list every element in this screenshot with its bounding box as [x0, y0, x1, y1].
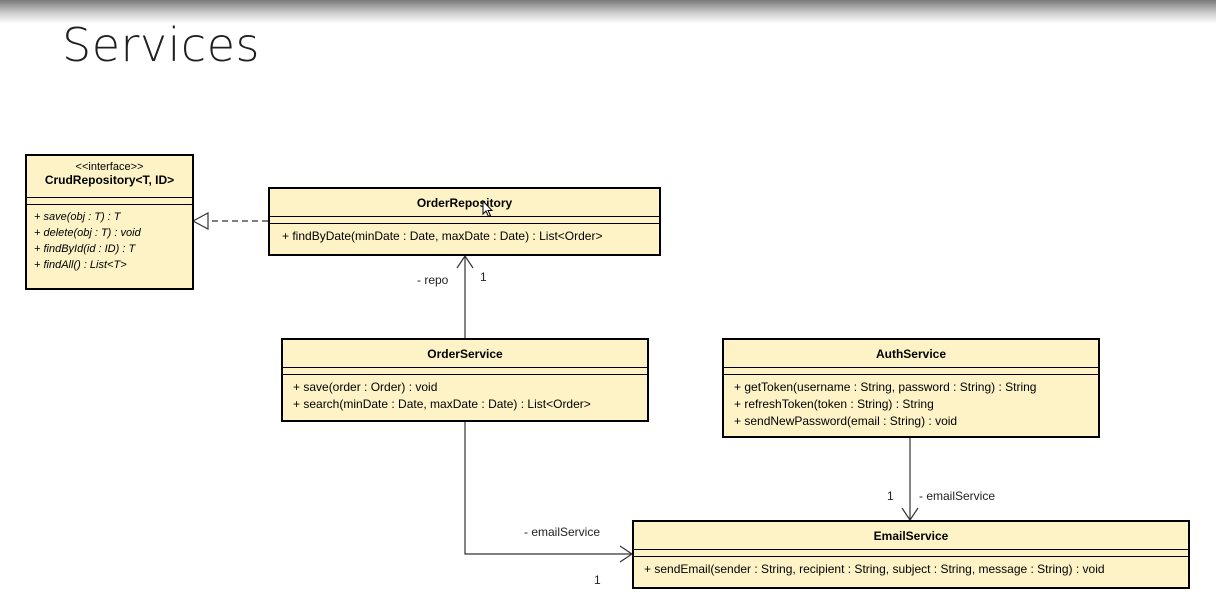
operation: + findById(id : ID) : T [34, 243, 136, 255]
class-name: EmailService [873, 529, 949, 543]
repo-role-label: - repo [417, 273, 449, 287]
class-auth-service[interactable]: AuthService + getToken(username : String… [722, 338, 1100, 438]
class-name: OrderService [427, 347, 503, 361]
slide-title: Services [62, 18, 260, 72]
class-header: EmailService [634, 522, 1188, 550]
operation: + save(obj : T) : T [34, 211, 121, 223]
operation: + delete(obj : T) : void [34, 227, 141, 239]
class-header: OrderService [283, 340, 647, 368]
class-attributes [27, 198, 192, 205]
operation: + sendNewPassword(email : String) : void [734, 414, 958, 428]
class-operations: + findByDate(minDate : Date, maxDate : D… [270, 224, 659, 245]
class-attributes [270, 217, 659, 224]
class-email-service[interactable]: EmailService + sendEmail(sender : String… [632, 520, 1190, 589]
repo-association-arrowhead [456, 254, 474, 269]
class-name: AuthService [875, 347, 947, 361]
order-email-role-label: - emailService [524, 525, 600, 539]
operation: + refreshToken(token : String) : String [734, 397, 934, 411]
class-attributes [283, 368, 647, 375]
operation: + findAll() : List<T> [34, 259, 127, 271]
operation: + save(order : Order) : void [293, 380, 438, 394]
slide-top-band [0, 0, 1216, 24]
class-name: CrudRepository<T, ID> [44, 173, 175, 187]
class-header: OrderRepository [270, 189, 659, 217]
order-email-multiplicity-label: 1 [594, 573, 601, 587]
operation: + getToken(username : String, password :… [734, 380, 1037, 394]
class-attributes [724, 368, 1098, 375]
operation: + findByDate(minDate : Date, maxDate : D… [282, 229, 603, 243]
operation: + search(minDate : Date, maxDate : Date)… [293, 397, 591, 411]
class-operations: + getToken(username : String, password :… [724, 375, 1098, 430]
class-attributes [634, 550, 1188, 557]
class-crud-repository[interactable]: <<interface>> CrudRepository<T, ID> + sa… [25, 154, 194, 290]
auth-email-multiplicity-label: 1 [887, 489, 894, 503]
interface-stereotype: <<interface>> [75, 161, 144, 173]
order-email-association-line [464, 421, 632, 555]
operation: + sendEmail(sender : String, recipient :… [644, 562, 1105, 576]
class-header: <<interface>> CrudRepository<T, ID> [27, 156, 192, 198]
class-order-service[interactable]: OrderService + save(order : Order) : voi… [281, 338, 649, 422]
class-header: AuthService [724, 340, 1098, 368]
auth-email-role-label: - emailService [919, 489, 995, 503]
class-operations: + save(order : Order) : void + search(mi… [283, 375, 647, 413]
class-operations: + sendEmail(sender : String, recipient :… [634, 557, 1188, 578]
class-name: OrderRepository [416, 196, 513, 210]
class-operations: + save(obj : T) : T + delete(obj : T) : … [27, 205, 192, 273]
class-order-repository[interactable]: OrderRepository + findByDate(minDate : D… [268, 187, 661, 256]
mouse-pointer-icon [482, 200, 494, 218]
realization-arrowhead [191, 212, 209, 230]
repo-multiplicity-label: 1 [480, 270, 487, 284]
